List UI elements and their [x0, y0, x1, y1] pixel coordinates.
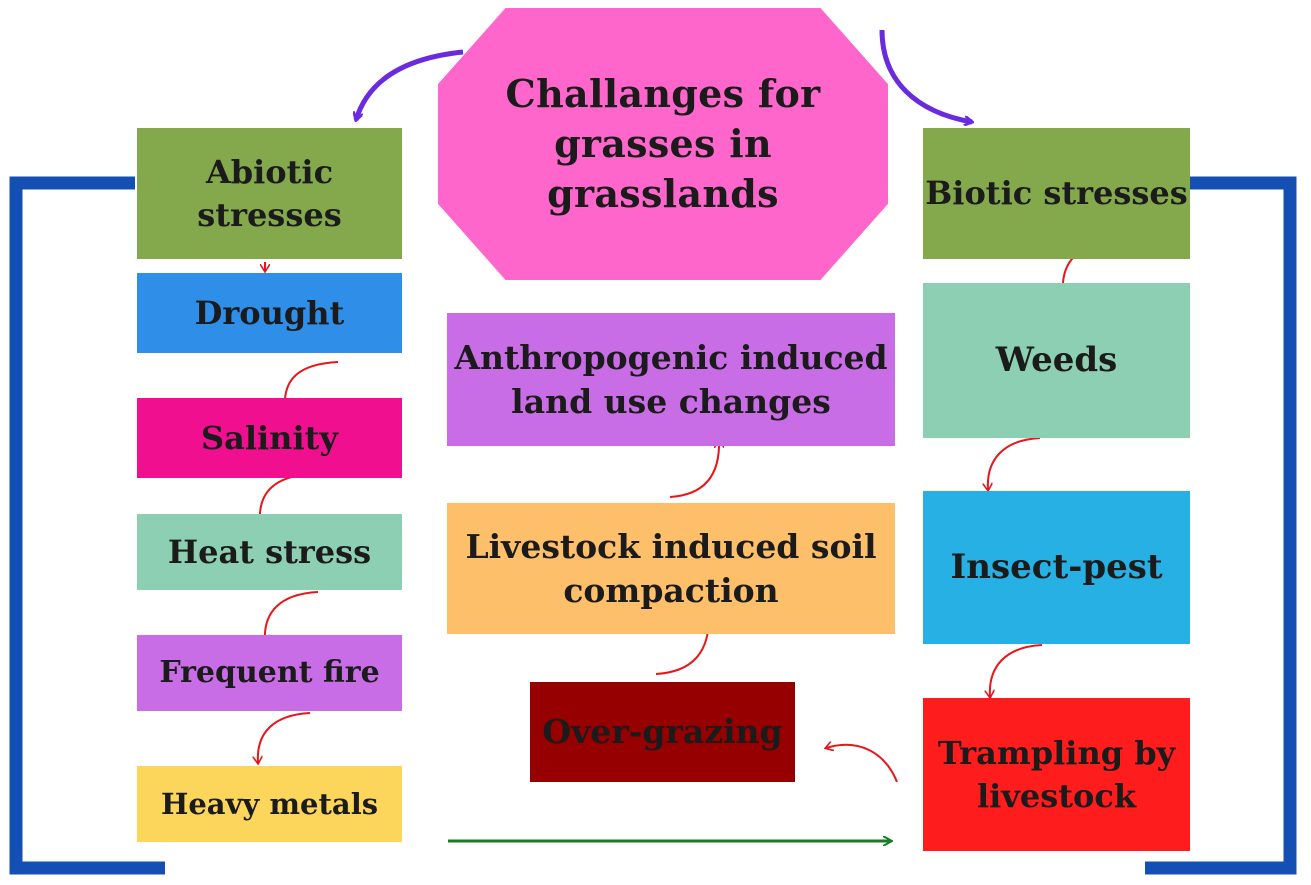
heavy-metals-box: Heavy metals	[137, 766, 402, 842]
frequent-fire-box: Frequent fire	[137, 635, 402, 711]
trampling-line-2: livestock	[976, 776, 1137, 815]
abiotic-stresses-header: Abiotic stresses	[137, 128, 402, 259]
left-bracket	[9, 176, 165, 875]
title-line-1: Challanges for	[505, 70, 821, 116]
arrow-livestock-anthro	[669, 441, 719, 498]
arrow-fire-metals	[258, 712, 311, 763]
weeds-box: Weeds	[923, 283, 1190, 438]
over-grazing-box: Over-grazing	[530, 682, 795, 782]
drought-box: Drought	[137, 273, 402, 353]
anthropogenic-box: Anthropogenic induced land use changes	[447, 313, 895, 446]
biotic-stresses-header: Biotic stresses	[923, 128, 1190, 259]
arrow-weeds-insect	[988, 437, 1041, 490]
diagram-title: Challanges for grasses in grasslands	[438, 8, 888, 280]
title-octagon	[438, 8, 888, 280]
arrow-insect-trampling	[990, 644, 1043, 697]
heat-stress-box: Heat stress	[137, 514, 402, 590]
title-line-2: grasses in grasslands	[547, 120, 779, 217]
livestock-line-2: compaction	[563, 570, 779, 610]
trampling-line-1: Trampling by	[937, 734, 1176, 773]
salinity-box: Salinity	[137, 398, 402, 478]
livestock-compaction-box: Livestock induced soil compaction	[447, 503, 895, 634]
title-to-biotic-arrow	[879, 29, 972, 122]
insect-pest-box: Insect-pest	[923, 491, 1190, 644]
anthropogenic-line-1: Anthropogenic induced	[454, 337, 888, 377]
arrow-heat-fire	[265, 591, 319, 642]
title-to-abiotic-arrow	[356, 49, 464, 120]
livestock-line-1: Livestock induced soil	[465, 526, 877, 566]
trampling-box: Trampling by livestock	[923, 698, 1190, 851]
arrow-trampling-overgrazing	[826, 745, 898, 783]
anthropogenic-line-2: land use changes	[511, 381, 831, 421]
right-bracket	[1145, 176, 1297, 875]
